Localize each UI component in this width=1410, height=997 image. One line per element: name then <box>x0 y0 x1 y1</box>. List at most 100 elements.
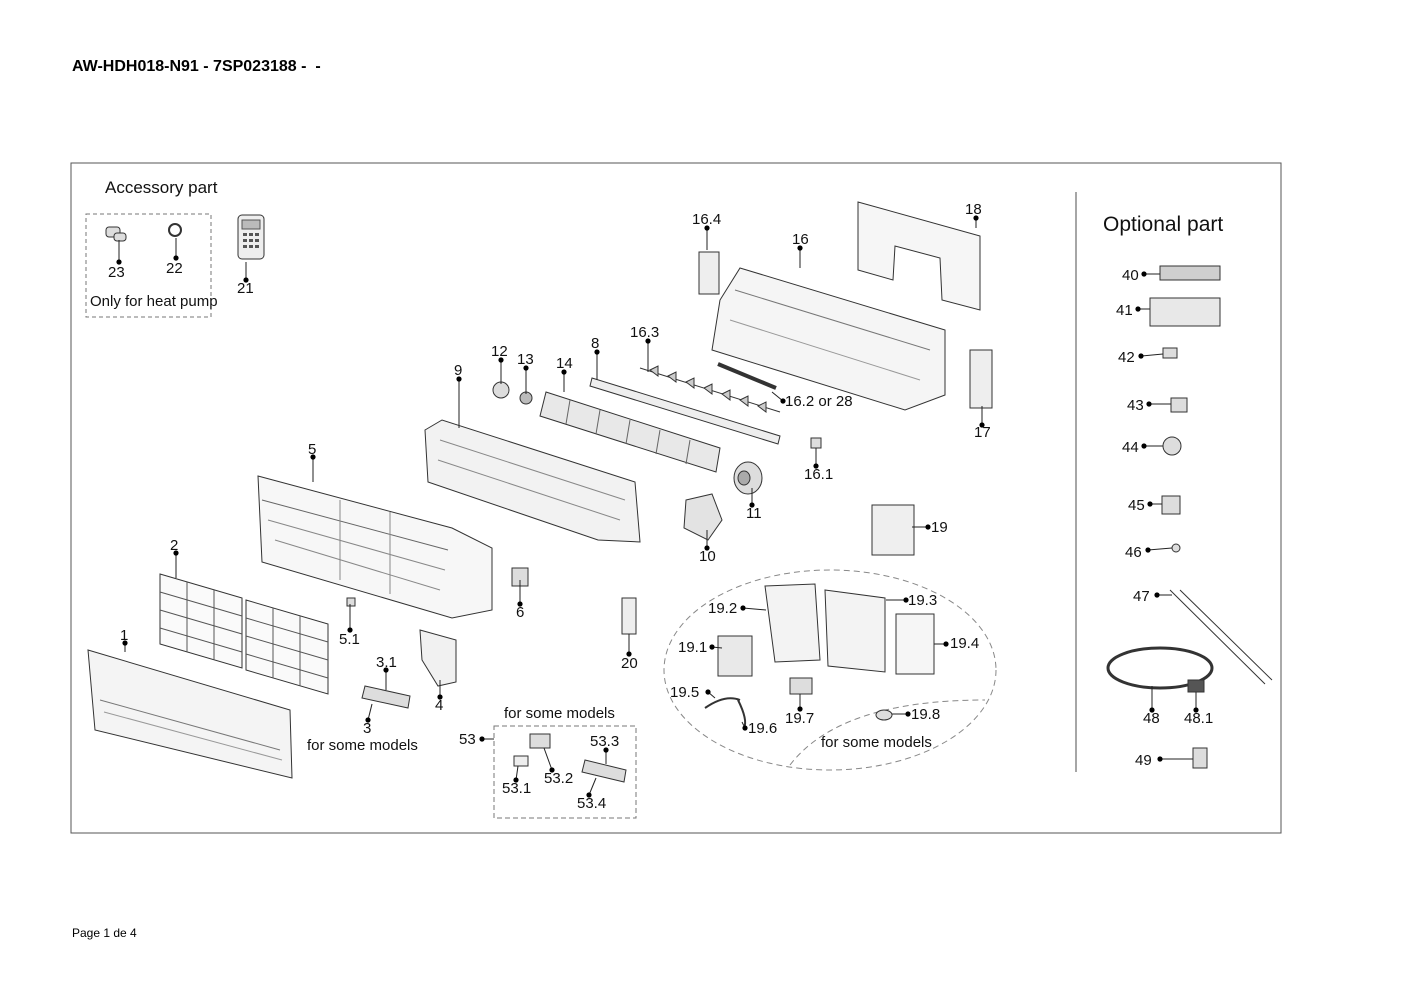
callout-19: 19 <box>931 519 948 536</box>
leader-dot-45 <box>1147 501 1153 507</box>
callout-53-3: 53.3 <box>590 733 619 750</box>
callout-20: 20 <box>621 655 638 672</box>
callout-2: 2 <box>170 537 178 554</box>
part-19-3-electric-box <box>824 589 886 673</box>
note-some-models-top: for some models <box>504 705 615 722</box>
leader-dot-40 <box>1141 271 1147 277</box>
part-2-air-filters <box>159 573 329 695</box>
callout-9: 9 <box>454 362 462 379</box>
leader-dot-19-7 <box>797 706 803 712</box>
leader-dot-47 <box>1154 592 1160 598</box>
leader-dot-16 <box>797 245 803 251</box>
note-some-models-19: for some models <box>821 734 932 751</box>
callout-3: 3 <box>363 720 371 737</box>
part-19-7-module <box>789 677 813 695</box>
callout-53-1: 53.1 <box>502 780 531 797</box>
part-19-1-terminal <box>717 635 753 677</box>
callout-44: 44 <box>1122 439 1139 456</box>
callout-47: 47 <box>1133 588 1150 605</box>
leader-dot-8 <box>594 349 600 355</box>
callout-19-8: 19.8 <box>911 706 940 723</box>
part-10-motor-holder <box>683 493 723 541</box>
leader-line-19-2 <box>742 607 767 611</box>
leader-dot-12 <box>498 357 504 363</box>
page-footer: Page 1 de 4 <box>72 926 137 940</box>
leader-dot-10 <box>704 545 710 551</box>
leader-dot-53-3 <box>603 747 609 753</box>
part-48-1-connector <box>1187 679 1205 693</box>
leader-dot-11 <box>749 502 755 508</box>
leader-dot-19-6 <box>742 725 748 731</box>
callout-40: 40 <box>1122 267 1139 284</box>
part-5-1-clip <box>346 597 356 607</box>
callout-8: 8 <box>591 335 599 352</box>
leader-line-53-2 <box>543 747 553 771</box>
callout-48: 48 <box>1143 710 1160 727</box>
diagram-frame <box>70 162 1282 834</box>
leader-dot-19-3 <box>903 597 909 603</box>
callout-16: 16 <box>792 231 809 248</box>
part-19-8-component <box>875 709 893 721</box>
leader-dot-19-5 <box>705 689 711 695</box>
optional-header: Optional part <box>1103 213 1223 236</box>
leader-dot-46 <box>1145 547 1151 553</box>
part-14-crossflow-fan <box>539 391 721 473</box>
leader-dot-4 <box>437 694 443 700</box>
callout-19-4: 19.4 <box>950 635 979 652</box>
leader-lines <box>116 215 1199 798</box>
part-40-filter-strip <box>1159 265 1221 281</box>
some-models-divider <box>789 699 986 766</box>
callout-19-2: 19.2 <box>708 600 737 617</box>
leader-dot-53-2 <box>549 767 555 773</box>
leader-dot-19-1 <box>709 644 715 650</box>
part-16-4-cover <box>698 251 720 295</box>
part-23-drain-joint-icon <box>105 226 127 242</box>
callout-16-4: 16.4 <box>692 211 721 228</box>
leader-dot-2 <box>173 550 179 556</box>
part-20-sensor <box>621 597 637 635</box>
part-8-horizontal-louver <box>589 377 781 445</box>
leader-dot-48 <box>1149 707 1155 713</box>
leader-dot-42 <box>1138 353 1144 359</box>
part-4-pipe-cover <box>419 629 457 687</box>
callout-17: 17 <box>974 424 991 441</box>
leader-dot-19-4 <box>943 641 949 647</box>
leader-dot-43 <box>1146 401 1152 407</box>
leader-dot-16-3 <box>645 338 651 344</box>
part-11-fan-motor <box>733 461 763 495</box>
leader-dot-44 <box>1141 443 1147 449</box>
part-16-3-vertical-louvers <box>639 365 781 413</box>
callout-4: 4 <box>435 697 443 714</box>
part-16-1-clip <box>810 437 822 449</box>
callout-19-7: 19.7 <box>785 710 814 727</box>
leader-dot-14 <box>561 369 567 375</box>
leader-dot-6 <box>517 601 523 607</box>
callout-21: 21 <box>237 280 254 297</box>
part-19-4-pcb-cover <box>895 613 935 675</box>
document-title: AW-HDH018-N91 - 7SP023188 - - <box>72 58 321 75</box>
callout-11: 11 <box>746 505 762 522</box>
electric-box-detail-outline <box>663 569 997 771</box>
part-45-holder <box>1161 495 1181 515</box>
callout-19-1: 19.1 <box>678 639 707 656</box>
callout-41: 41 <box>1116 302 1133 319</box>
leader-dot-48-1 <box>1193 707 1199 713</box>
leader-dot-19 <box>925 524 931 530</box>
callout-53-2: 53.2 <box>544 770 573 787</box>
leader-dot-16-1 <box>813 463 819 469</box>
leader-dot-49 <box>1157 756 1163 762</box>
leader-dot-18 <box>973 215 979 221</box>
leader-dot-16-4 <box>704 225 710 231</box>
callout-16-1: 16.1 <box>804 466 833 483</box>
callout-5: 5 <box>308 441 316 458</box>
leader-dot-23 <box>116 259 122 265</box>
leader-dot-19-8 <box>905 711 911 717</box>
callout-53-4: 53.4 <box>577 795 606 812</box>
part-53-1-part <box>513 755 529 767</box>
callout-45: 45 <box>1128 497 1145 514</box>
callout-19-5: 19.5 <box>670 684 699 701</box>
leader-dot-3-1 <box>383 667 389 673</box>
callout-18: 18 <box>965 201 982 218</box>
leader-dot-53-1 <box>513 777 519 783</box>
